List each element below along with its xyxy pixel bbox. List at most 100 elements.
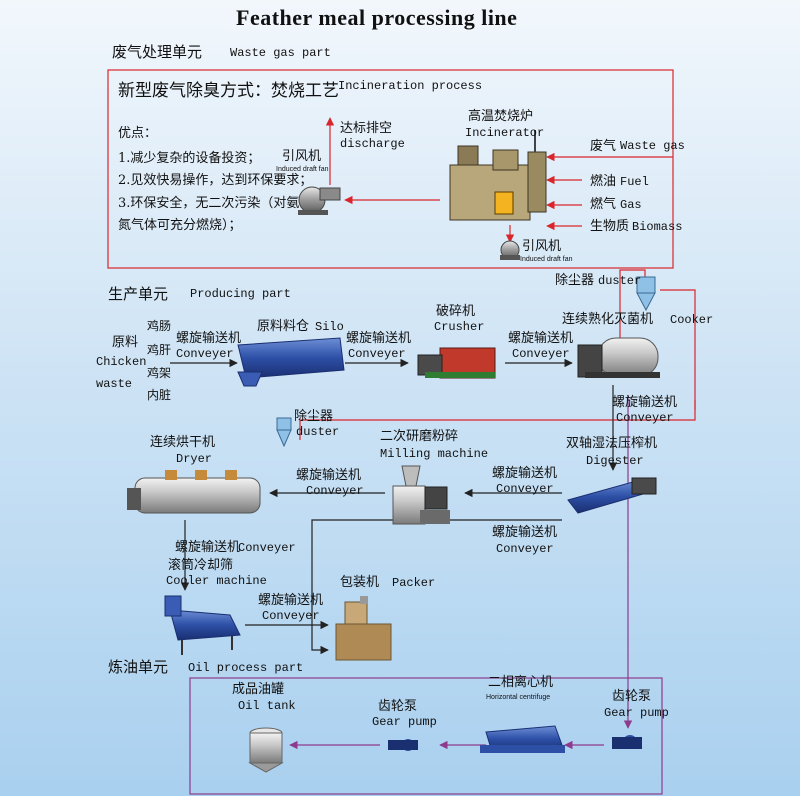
conveyer-9-en: Conveyer [262,610,320,623]
silo-label-en: Silo [315,321,344,334]
oil-section-en: Oil process part [188,662,303,675]
crusher-label-cn: 破碎机 [436,305,475,319]
digester-illustration [568,478,656,513]
cooker-label-cn: 连续熟化灭菌机 [562,313,653,327]
conveyer-9-cn: 螺旋输送机 [258,594,323,608]
fan2-label-cn: 引风机 [522,240,561,254]
conveyer-8-cn: 螺旋输送机 [175,541,240,555]
incinerator-label-en: Incinerator [465,127,544,140]
method-en: Incineration process [338,80,482,93]
crusher-illustration [418,348,495,378]
waste-gas-section-en: Waste gas part [230,47,331,60]
packer-label-cn: 包装机 [340,576,379,590]
conveyer-1-en: Conveyer [176,348,234,361]
gear-pump-2-illustration [612,735,642,749]
dryer-label-en: Dryer [176,453,212,466]
wastegas-label-en: Waste gas [620,140,685,153]
conveyer-7-cn: 螺旋输送机 [492,526,557,540]
discharge-label-en: discharge [340,138,405,151]
advantage-line-0: 优点： [118,127,157,141]
biomass-label-cn: 生物质 [590,220,629,234]
gas-label-en: Gas [620,199,642,212]
conveyer-5-en: Conveyer [306,485,364,498]
producing-section-en: Producing part [190,288,291,301]
oil-tank-illustration [250,728,282,772]
gas-label-cn: 燃气 [590,198,616,212]
fan2-label-en: Induced draft fan [520,256,573,264]
induced-draft-fan-1-illustration [298,187,340,215]
duster1-label-en: duster [598,275,641,288]
dryer-label-cn: 连续烘干机 [150,436,215,450]
milling-label-cn: 二次研磨粉碎 [380,430,458,444]
silo-illustration [238,338,344,386]
raw-label-cn: 原料 [112,336,138,350]
waste-gas-section-cn: 废气处理单元 [112,44,202,61]
duster2-label-en: duster [296,426,339,439]
duster1-label-cn: 除尘器 [555,274,594,288]
raw-item-0: 鸡肠 [147,320,171,333]
conveyer-8-en: Conveyer [238,542,296,555]
induced-draft-fan-2-illustration [500,241,520,260]
method-cn: 新型废气除臭方式：焚烧工艺 [118,82,339,101]
packer-label-en: Packer [392,577,435,590]
gear-pump-1-illustration [388,739,418,751]
conveyer-6-en: Conveyer [496,483,554,496]
centrifuge-label-en: Horizontal centrifuge [486,694,550,702]
wastegas-label-cn: 废气 [590,140,616,154]
raw-label-en-1: Chicken [96,356,146,369]
oil-tank-label-cn: 成品油罐 [232,683,284,697]
raw-item-2: 鸡架 [147,367,171,380]
fan1-label-en: Induced draft fan [276,166,329,174]
cooler-machine-illustration [165,596,240,655]
milling-label-en: Milling machine [380,448,488,461]
conveyer-3-en: Conveyer [512,348,570,361]
gear-pump-1-label-cn: 齿轮泵 [378,700,417,714]
gear-pump-2-label-cn: 齿轮泵 [612,690,651,704]
fuel-label-cn: 燃油 [590,175,616,189]
discharge-label-cn: 达标排空 [340,122,392,136]
conveyer-6-cn: 螺旋输送机 [492,467,557,481]
gear-pump-2-label-en: Gear pump [604,707,669,720]
fuel-label-en: Fuel [620,176,649,189]
dryer-return-line [660,290,695,410]
crusher-label-en: Crusher [434,321,484,334]
conveyer-4-cn: 螺旋输送机 [612,396,677,410]
oil-section-cn: 炼油单元 [108,659,168,676]
incinerator-label-cn: 高温焚烧炉 [468,110,533,124]
advantage-line-3: 3.环保安全，无二次污染（对氨 [118,197,299,211]
producing-section-cn: 生产单元 [108,286,168,303]
incinerator-illustration [450,130,546,220]
cooler-label-cn: 滚筒冷却筛 [168,559,233,573]
biomass-label-en: Biomass [632,221,682,234]
conveyer-7-en: Conveyer [496,543,554,556]
packer-illustration [336,596,391,660]
conveyer-4-en: Conveyer [616,412,674,425]
advantage-line-1: 1.减少复杂的设备投资； [118,152,260,166]
advantage-line-2: 2.见效快易操作，达到环保要求； [118,174,312,188]
conveyer-5-cn: 螺旋输送机 [296,469,361,483]
dryer-illustration [127,470,260,513]
horizontal-centrifuge-illustration [480,726,565,753]
conveyer-3-cn: 螺旋输送机 [508,332,573,346]
conveyer-1-cn: 螺旋输送机 [176,332,241,346]
fan1-label-cn: 引风机 [282,150,321,164]
duster2-label-cn: 除尘器 [294,410,333,424]
raw-item-1: 鸡肝 [147,344,171,357]
conveyer-2-en: Conveyer [348,348,406,361]
silo-label-cn: 原料料仓 [257,320,309,334]
diagram-title: Feather meal processing line [236,6,517,30]
digester-label-en: Digester [586,455,644,468]
duster-2-illustration [277,418,291,446]
cooler-label-en: Cooler machine [166,575,267,588]
cooker-illustration [578,338,660,378]
conveyer-2-cn: 螺旋输送机 [346,332,411,346]
centrifuge-label-cn: 二相离心机 [488,676,553,690]
raw-label-en-2: waste [96,378,132,391]
gear-pump-1-label-en: Gear pump [372,716,437,729]
raw-item-3: 内脏 [147,389,171,402]
milling-machine-illustration [393,466,450,524]
cooker-label-en: Cooker [670,314,713,327]
advantage-line-4: 氮气体可充分燃烧）； [118,219,242,233]
oil-tank-label-en: Oil tank [238,700,296,713]
